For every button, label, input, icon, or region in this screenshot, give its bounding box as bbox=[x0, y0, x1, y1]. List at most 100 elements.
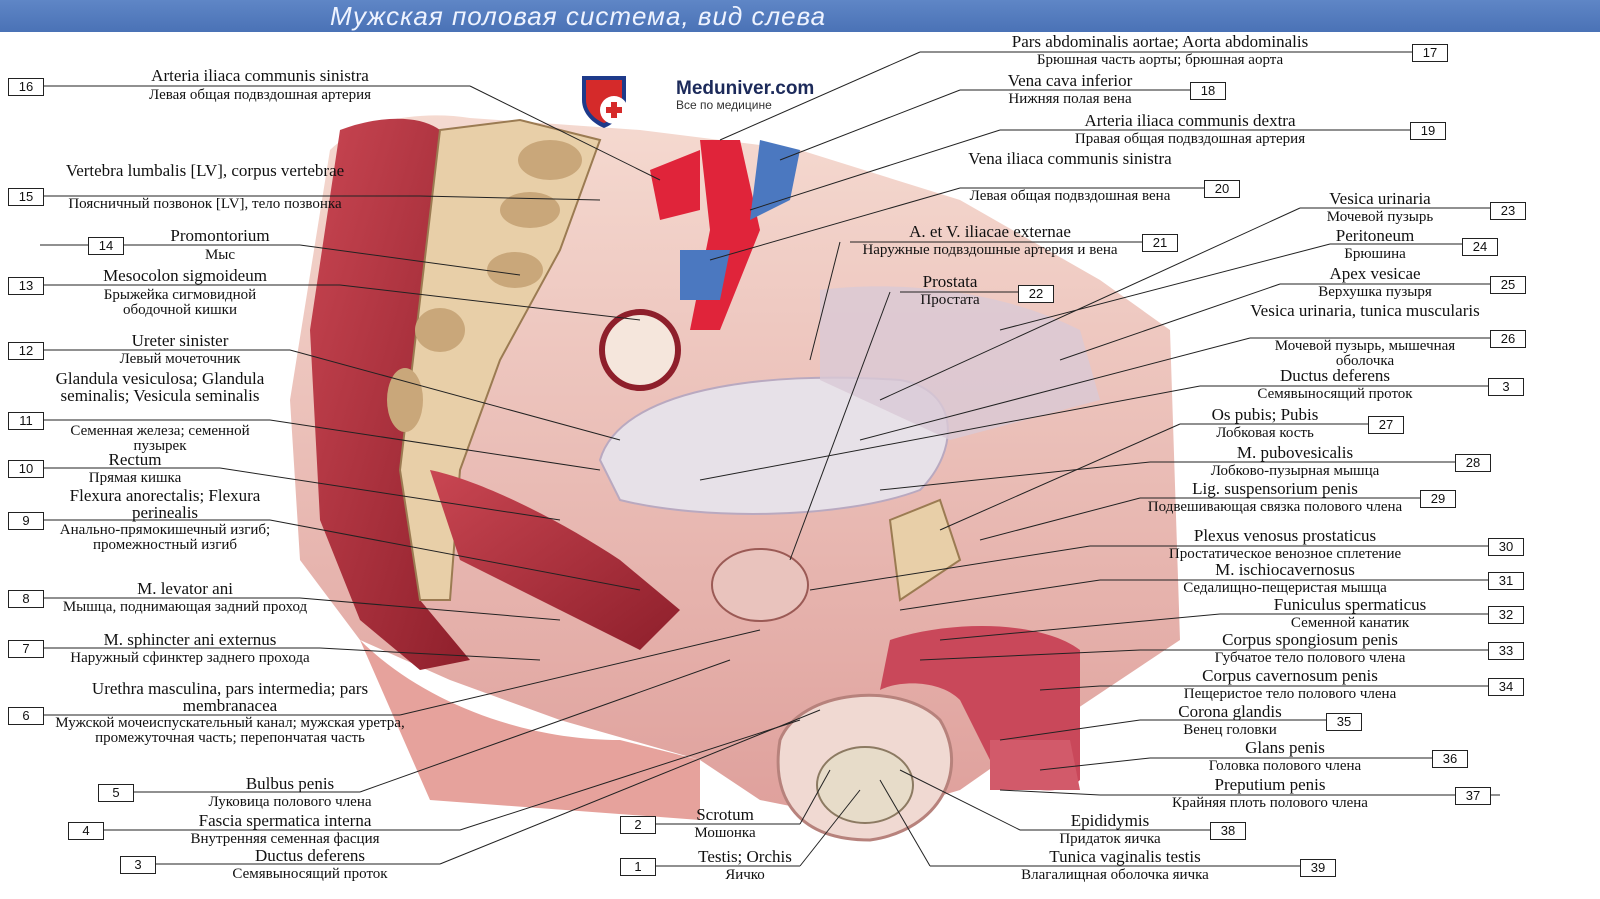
label-latin: Promontorium bbox=[170, 226, 270, 245]
label-russian: Влагалищная оболочка яичка bbox=[1021, 867, 1209, 883]
rectum bbox=[430, 470, 680, 650]
label-number: 10 bbox=[8, 460, 44, 478]
buttock bbox=[360, 640, 700, 820]
label-number: 30 bbox=[1488, 538, 1524, 556]
label-number: 33 bbox=[1488, 642, 1524, 660]
vertebra-2 bbox=[500, 192, 560, 228]
label-latin: Ductus deferens bbox=[255, 846, 365, 865]
label-latin: Plexus venosus prostaticus bbox=[1193, 526, 1377, 545]
label-russian: Нижняя полая вена bbox=[1008, 91, 1132, 107]
label-russian: Семенная железа; семенной пузырек bbox=[70, 423, 250, 454]
label-number: 36 bbox=[1432, 750, 1468, 768]
label-number: 2 bbox=[620, 816, 656, 834]
label-latin: Corpus spongiosum penis bbox=[1222, 630, 1398, 649]
label-latin: M. pubovesicalis bbox=[1236, 443, 1354, 462]
label-number: 12 bbox=[8, 342, 44, 360]
label-latin: Lig. suspensorium penis bbox=[1192, 479, 1358, 498]
label-latin: Mesocolon sigmoideum bbox=[103, 266, 267, 285]
testis bbox=[816, 746, 914, 824]
label-russian: Семявыносящий проток bbox=[232, 866, 388, 882]
prostate bbox=[711, 548, 809, 622]
label-russian: Простатическое венозное сплетение bbox=[1168, 546, 1402, 562]
label-number: 23 bbox=[1490, 202, 1526, 220]
label-number: 9 bbox=[8, 512, 44, 530]
label-russian: Мышца, поднимающая задний проход bbox=[62, 599, 308, 615]
label-russian: Левая общая подвздошная вена bbox=[969, 188, 1171, 204]
vertebra-1 bbox=[518, 140, 582, 180]
label-latin: Vesica urinaria, tunica muscularis bbox=[1250, 301, 1480, 320]
label-number: 24 bbox=[1462, 238, 1498, 256]
label-number: 8 bbox=[8, 590, 44, 608]
sigmoid-colon bbox=[599, 309, 681, 391]
label-russian: Губчатое тело полового члена bbox=[1214, 650, 1406, 666]
label-number: 34 bbox=[1488, 678, 1524, 696]
label-russian: Луковица полового члена bbox=[208, 794, 372, 810]
label-number: 13 bbox=[8, 277, 44, 295]
label-russian: Седалищно-пещеристая мышца bbox=[1183, 580, 1387, 596]
label-number: 20 bbox=[1204, 180, 1240, 198]
label-latin: Ductus deferens bbox=[1280, 366, 1390, 385]
sacrum-1 bbox=[415, 308, 465, 352]
label-latin: M. sphincter ani externus bbox=[103, 630, 277, 649]
label-latin: Ureter sinister bbox=[131, 331, 229, 350]
label-russian: Придаток яичка bbox=[1059, 831, 1161, 847]
label-russian: Левый мочеточник bbox=[119, 351, 241, 367]
label-russian: Мошонка bbox=[694, 825, 756, 841]
label-number: 5 bbox=[98, 784, 134, 802]
label-latin: A. et V. iliacae externae bbox=[909, 222, 1071, 241]
label-number: 22 bbox=[1018, 285, 1054, 303]
label-number: 27 bbox=[1368, 416, 1404, 434]
label-number: 18 bbox=[1190, 82, 1226, 100]
label-latin: Corona glandis bbox=[1178, 702, 1282, 721]
label-latin: Bulbus penis bbox=[245, 774, 335, 793]
leader-lines bbox=[40, 85, 861, 867]
label-russian: Брыжейка сигмовидной ободочной кишки bbox=[103, 287, 257, 318]
label-russian: Мыс bbox=[204, 247, 236, 263]
label-russian: Лобково-пузырная мышца bbox=[1210, 463, 1380, 479]
label-latin: Testis; Orchis bbox=[698, 847, 792, 866]
label-number: 15 bbox=[8, 188, 44, 206]
label-number: 3 bbox=[120, 856, 156, 874]
label-latin: Pars abdominalis aortae; Aorta abdominal… bbox=[1011, 32, 1309, 51]
label-latin: Glans penis bbox=[1245, 738, 1325, 757]
label-russian: Мочевой пузырь, мышечная оболочка bbox=[1274, 338, 1456, 369]
logo: Meduniver.com Все по медицине bbox=[574, 70, 874, 130]
label-russian: Головка полового члена bbox=[1208, 758, 1362, 774]
label-russian: Внутренняя семенная фасция bbox=[190, 831, 380, 847]
label-russian: Брюшина bbox=[1344, 246, 1406, 262]
label-russian: Семявыносящий проток bbox=[1257, 386, 1413, 402]
title-bar: Мужская половая система, вид слева bbox=[0, 0, 1600, 32]
label-russian: Анально-прямокишечный изгиб; промежностн… bbox=[59, 522, 271, 553]
label-latin: Epididymis bbox=[1070, 811, 1150, 830]
label-russian: Наружные подвздошные артерия и вена bbox=[862, 242, 1118, 258]
leader-lines-right bbox=[699, 51, 1510, 867]
label-number: 11 bbox=[8, 412, 44, 430]
label-russian: Венец головки bbox=[1183, 722, 1277, 738]
label-russian: Пещеристое тело полового члена bbox=[1183, 686, 1397, 702]
label-latin: Prostata bbox=[922, 272, 978, 291]
label-russian: Яичко bbox=[725, 867, 765, 883]
label-number: 7 bbox=[8, 640, 44, 658]
label-latin: Apex vesicae bbox=[1329, 264, 1421, 283]
label-number: 14 bbox=[88, 237, 124, 255]
page-title: Мужская половая система, вид слева bbox=[330, 1, 827, 31]
label-latin: Scrotum bbox=[696, 805, 754, 824]
label-latin: Preputium penis bbox=[1214, 775, 1326, 794]
shield-logo-icon bbox=[582, 76, 628, 128]
label-russian: Прямая кишка bbox=[88, 470, 182, 486]
label-russian: Мужской мочеиспускательный канал; мужска… bbox=[55, 715, 405, 746]
label-latin: Vertebra lumbalis [LV], corpus vertebrae bbox=[65, 161, 345, 180]
label-latin: Fascia spermatica interna bbox=[198, 811, 372, 830]
label-russian: Наружный сфинктер заднего прохода bbox=[70, 650, 310, 666]
iliac-vein bbox=[680, 250, 730, 300]
label-number: 31 bbox=[1488, 572, 1524, 590]
label-russian: Крайняя плоть полового члена bbox=[1172, 795, 1368, 811]
label-number: 28 bbox=[1455, 454, 1491, 472]
logo-tagline: Все по медицине bbox=[676, 98, 772, 112]
label-latin: Os pubis; Pubis bbox=[1211, 405, 1319, 424]
label-latin: Flexura anorectalis; Flexura perinealis bbox=[69, 486, 261, 522]
label-latin: Arteria iliaca communis dextra bbox=[1084, 111, 1296, 130]
label-latin: M. ischiocavernosus bbox=[1215, 560, 1355, 579]
label-russian: Простата bbox=[920, 292, 980, 308]
